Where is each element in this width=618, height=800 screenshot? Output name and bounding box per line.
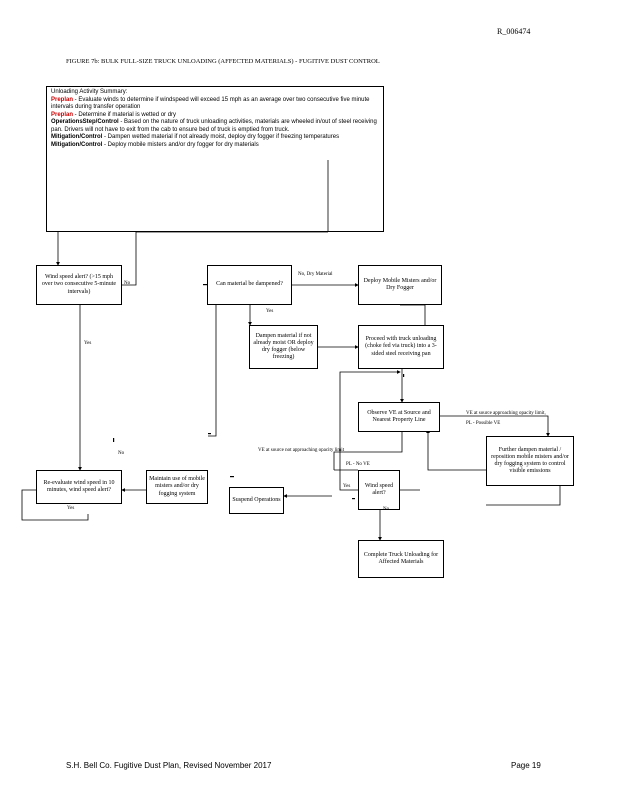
summary-heading: Unloading Activity Summary: <box>51 89 128 95</box>
connector <box>339 370 401 491</box>
dash-mark <box>113 438 115 442</box>
summary-text: - Evaluate winds to determine if windspe… <box>51 96 370 111</box>
connector <box>426 429 486 471</box>
deploy-mobile-misters-box: Deploy Mobile Misters and/or Dry Fogger <box>358 265 442 305</box>
summary-text: - Deploy mobile misters and/or dry fogge… <box>102 141 259 148</box>
further-dampen-box: Further dampen material / reposition mob… <box>486 436 574 486</box>
connector <box>400 304 426 325</box>
label-pl-no-ve: PL - No VE <box>346 462 370 467</box>
label-no-left: No <box>118 451 125 456</box>
reevaluate-wind-box: Re-evaluate wind speed in 10 minutes, wi… <box>36 470 122 504</box>
dash-mark <box>403 374 405 377</box>
connector <box>208 305 217 437</box>
connector <box>440 415 550 437</box>
summary-line: Preplan - Determine if material is wette… <box>51 112 379 120</box>
label-ve-approaching: VE at source approaching opacity limit, <box>466 411 546 416</box>
summary-line: OperationsStep/Control - Based on the na… <box>51 119 379 134</box>
dash-mark <box>230 476 234 478</box>
label-yes-reevaluate: Yes <box>67 506 75 511</box>
wind-speed-alert-box: Wind speed alert? (>15 mph over two cons… <box>36 265 122 305</box>
summary-tag: Preplan <box>51 96 74 103</box>
summary-text: - Dampen wetted material if not already … <box>102 134 340 140</box>
summary-line: Mitigation/Control - Deploy mobile miste… <box>51 142 379 150</box>
bates-number: R_006474 <box>497 27 531 36</box>
summary-tag: Preplan <box>51 111 74 118</box>
observe-ve-box: Observe VE at Source and Nearest Propert… <box>358 402 440 432</box>
label-yes-wind2: Yes <box>343 484 351 489</box>
label-pl-possible: PL - Possible VE <box>466 421 501 426</box>
dash-mark <box>352 498 355 500</box>
label-no-wind2: No <box>383 507 390 512</box>
complete-unloading-box: Complete Truck Unloading for Affected Ma… <box>358 540 444 578</box>
summary-line: Preplan - Evaluate winds to determine if… <box>51 97 379 112</box>
summary-line: Mitigation/Control - Dampen wetted mater… <box>51 134 379 142</box>
summary-tag: OperationsStep/Control <box>51 119 119 125</box>
footer-document-name: S.H. Bell Co. Fugitive Dust Plan, Revise… <box>66 761 272 770</box>
summary-text: - Based on the nature of truck unloading… <box>51 119 377 133</box>
can-material-be-dampened-box: Can material be dampened? <box>207 265 292 305</box>
wind-speed-alert-2-box: Wind speed alert? <box>358 470 400 510</box>
label-no: No <box>124 281 131 286</box>
summary-text: - Determine if material is wetted or dry <box>73 111 177 118</box>
connector <box>21 489 89 521</box>
connector <box>333 432 403 470</box>
summary-tag: Mitigation/Control <box>51 141 103 148</box>
dampen-material-box: Dampen material if not already moist OR … <box>249 325 318 369</box>
summary-tag: Mitigation/Control <box>51 134 103 140</box>
suspend-operations-box: Suspend Operations <box>229 487 284 514</box>
activity-summary-box: Unloading Activity Summary: Preplan - Ev… <box>46 86 384 232</box>
maintain-misters-box: Maintain use of mobile misters and/or dr… <box>146 470 208 504</box>
proceed-unloading-box: Proceed with truck unloading (choke fed … <box>358 325 444 369</box>
footer-page-number: Page 19 <box>511 761 541 770</box>
dash-mark <box>203 284 207 286</box>
label-no-dry-material: No, Dry Material <box>298 272 333 277</box>
connector <box>486 486 561 506</box>
page-title: FIGURE 7b: BULK FULL-SIZE TRUCK UNLOADIN… <box>66 58 380 65</box>
connector <box>122 231 328 286</box>
label-yes-wind: Yes <box>84 341 92 346</box>
dash-mark <box>208 433 211 435</box>
label-yes-dampen: Yes <box>266 309 274 314</box>
label-ve-not-approaching: VE at source not approaching opacity lim… <box>258 448 345 453</box>
